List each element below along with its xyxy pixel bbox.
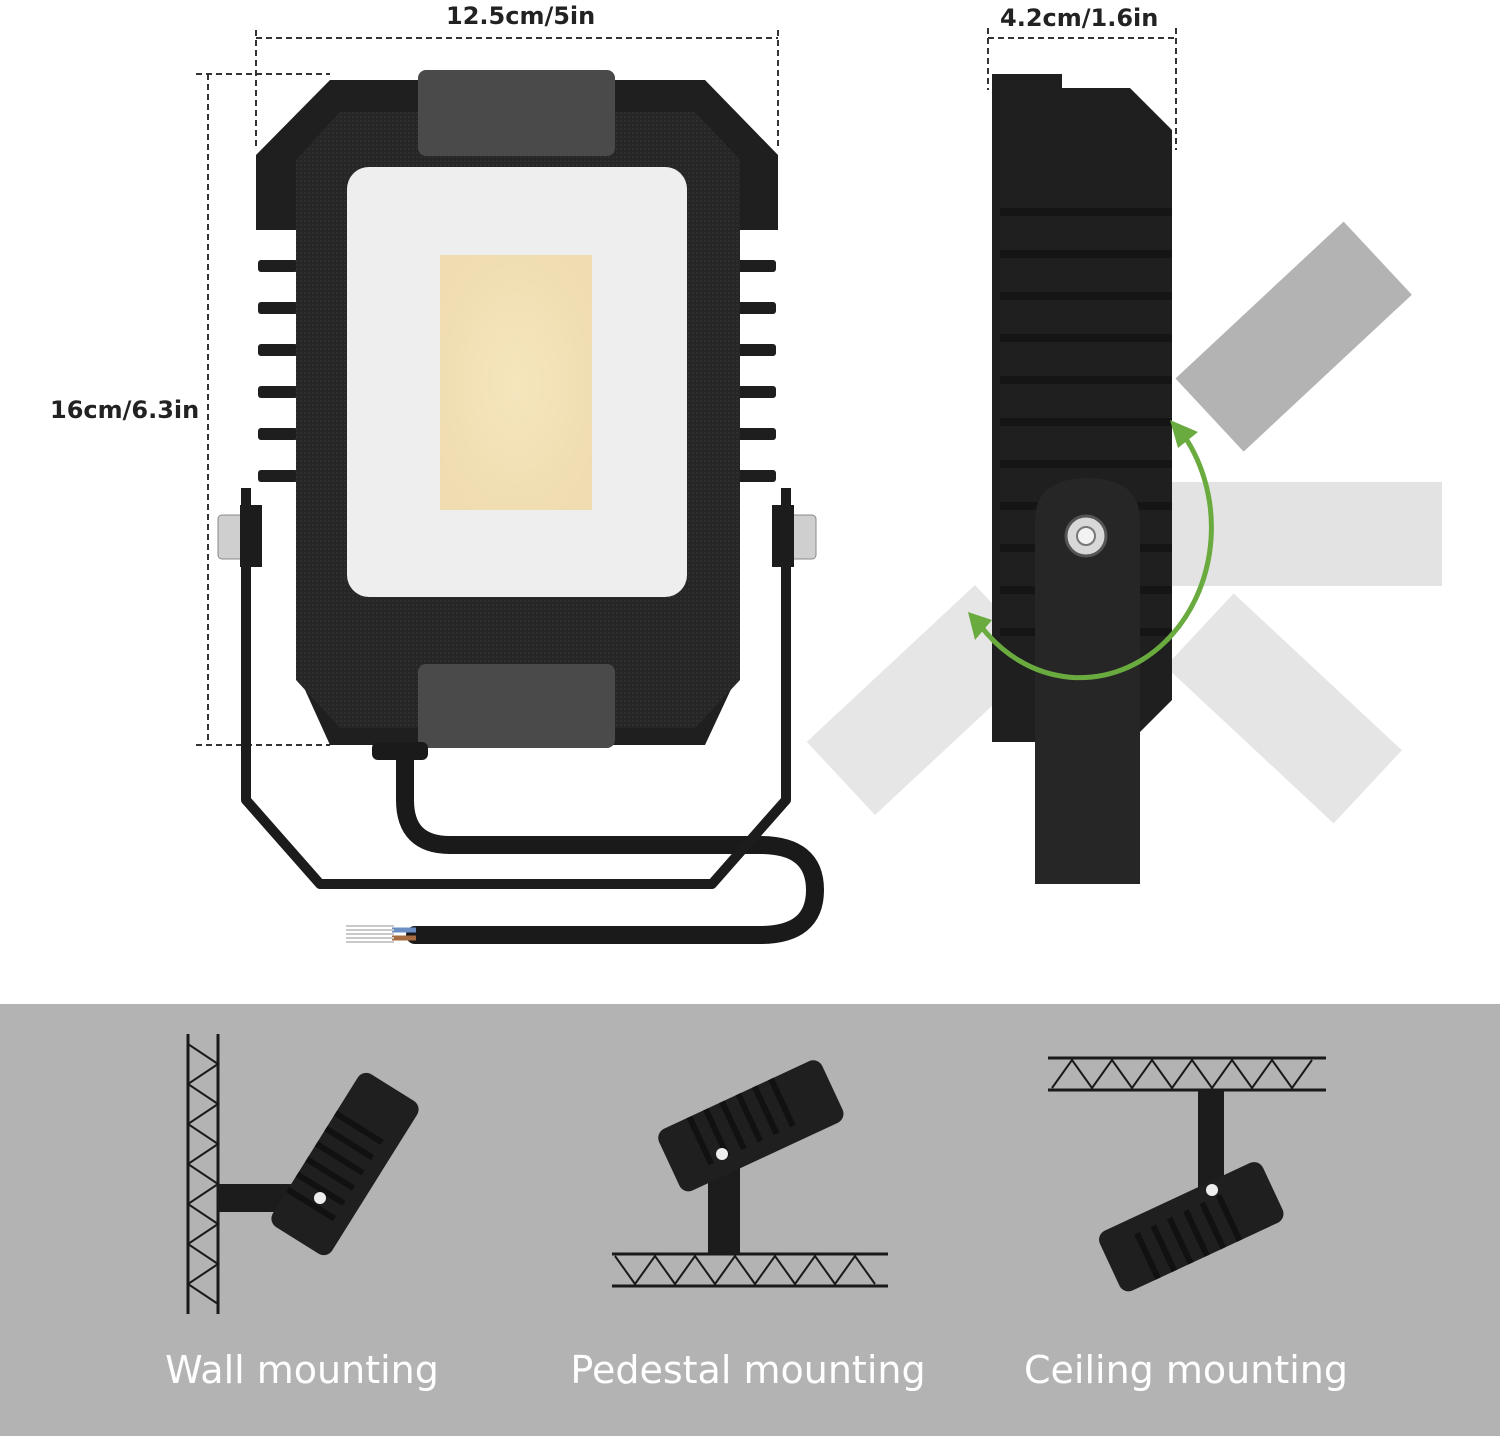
led-chip bbox=[440, 255, 592, 510]
pedestal-mounting-caption: Pedestal mounting bbox=[570, 1348, 926, 1392]
product-diagram bbox=[196, 28, 1442, 944]
pivot-knob-left bbox=[217, 505, 262, 567]
wall-mount-icon bbox=[186, 1034, 419, 1314]
pedestal-mount-icon bbox=[612, 1060, 888, 1288]
rotation-arrow bbox=[977, 428, 1214, 681]
rotation-arrow-head-top bbox=[1170, 420, 1198, 448]
depth-dimension-label: 4.2cm/1.6in bbox=[1000, 4, 1159, 32]
cable-wires bbox=[346, 925, 416, 943]
mounting-bracket bbox=[241, 488, 791, 889]
ceiling-mount-icon bbox=[1048, 1056, 1326, 1292]
rotation-arrow-head-bottom bbox=[968, 612, 992, 640]
power-cable bbox=[396, 743, 825, 944]
ceiling-mounting-caption: Ceiling mounting bbox=[1024, 1348, 1348, 1392]
depth-dimension-line bbox=[987, 28, 1177, 150]
height-dimension-line bbox=[196, 73, 330, 746]
width-dimension-line bbox=[255, 30, 779, 150]
wall-mounting-caption: Wall mounting bbox=[165, 1348, 439, 1392]
top-cap bbox=[418, 70, 615, 156]
height-dimension-label: 16cm/6.3in bbox=[50, 396, 200, 424]
width-dimension-label: 12.5cm/5in bbox=[446, 2, 596, 30]
rotation-ghost-positions bbox=[806, 221, 1442, 824]
heat-sink-fins bbox=[258, 260, 776, 482]
pivot-knob-right bbox=[772, 505, 817, 567]
side-view-floodlight bbox=[806, 28, 1442, 884]
cable-gland bbox=[372, 742, 428, 760]
side-bracket bbox=[1035, 478, 1140, 884]
mounting-options-band bbox=[0, 1004, 1500, 1436]
front-view-floodlight bbox=[196, 30, 825, 944]
bottom-cap bbox=[418, 664, 615, 748]
